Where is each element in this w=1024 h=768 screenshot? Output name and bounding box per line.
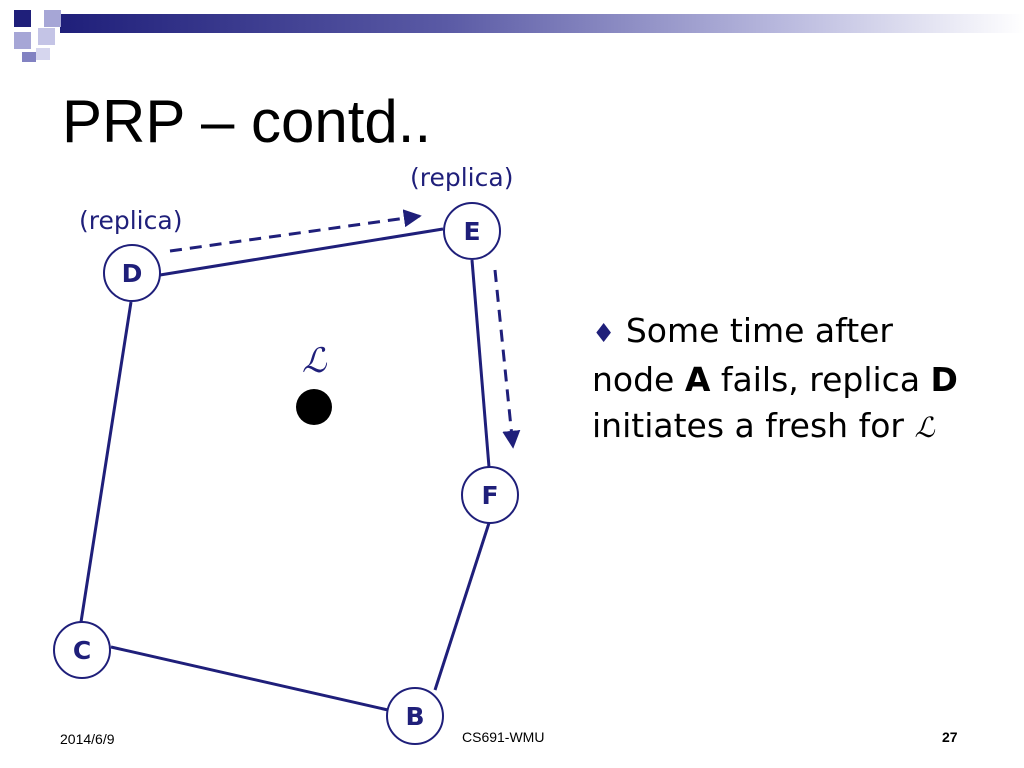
decoration-square-navy (22, 52, 36, 62)
replica-label-e: (replica) (410, 163, 513, 192)
bullet-line-1: ♦ Some time after (592, 308, 1012, 357)
node-d-label: D (122, 259, 143, 288)
node-e (443, 202, 501, 260)
bullet-node-a: A (684, 360, 711, 399)
node-f-label: F (481, 481, 498, 510)
bullet-location-symbol: ℒ (914, 411, 935, 444)
node-c (53, 621, 111, 679)
replica-label-d: (replica) (79, 206, 182, 235)
node-e-label: E (463, 217, 480, 246)
bullet-line-3: initiates a fresh for ℒ (592, 403, 1012, 451)
decoration-square-lavender (44, 10, 61, 27)
edge-d-e (159, 227, 444, 277)
edge-c-d (79, 301, 133, 623)
footer-course: CS691-WMU (462, 729, 545, 745)
footer-date: 2014/6/9 (60, 731, 115, 747)
edge-e-f (470, 259, 491, 468)
decoration-square-lavender (14, 32, 31, 49)
slide-title: PRP – contd.. (62, 88, 432, 155)
bullet-marker-icon: ♦ (592, 319, 616, 349)
decoration-square-lavender (36, 48, 50, 60)
node-f (461, 466, 519, 524)
node-b-label: B (405, 702, 424, 731)
decoration-square-navy (14, 10, 31, 27)
bullet-node-d: D (930, 360, 958, 399)
footer-page-number: 27 (942, 729, 958, 745)
location-symbol: ℒ (302, 341, 328, 381)
bullet-point: ♦ Some time after node A fails, replica … (592, 308, 1012, 451)
bullet-text-2a: node (592, 360, 685, 399)
bullet-text-3: initiates a fresh for (592, 406, 915, 445)
bullet-line-2: node A fails, replica D (592, 357, 1012, 403)
title-decoration-bar (60, 14, 1024, 33)
bullet-text-1: Some time after (625, 311, 894, 350)
decoration-square-lavender (38, 28, 55, 45)
location-point (296, 389, 332, 425)
node-b (386, 687, 444, 745)
edge-f-b (433, 522, 491, 691)
node-c-label: C (73, 636, 91, 665)
node-d (103, 244, 161, 302)
dashed-arrow-e-to-f (493, 269, 521, 449)
edge-b-c (110, 645, 389, 712)
dashed-arrow-d-to-e (169, 209, 422, 253)
bullet-text-2b: fails, replica (710, 360, 931, 399)
